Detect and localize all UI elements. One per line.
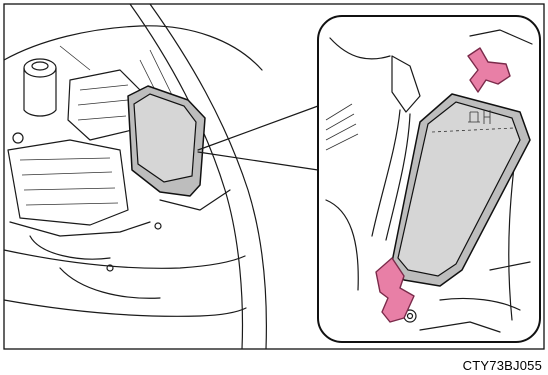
image-code-label: CTY73BJ055 [463,358,542,373]
